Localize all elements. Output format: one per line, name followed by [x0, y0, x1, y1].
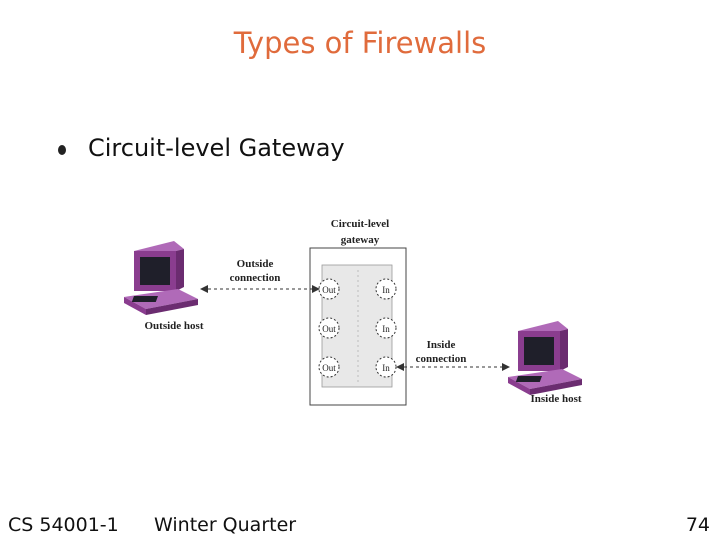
footer-page-number: 74 [686, 514, 710, 536]
out-port-1-label: Out [322, 285, 336, 295]
in-port-2-label: In [382, 324, 390, 334]
outside-host-label: Outside host [145, 320, 204, 332]
out-port-2: Out [319, 318, 339, 338]
out-port-1: Out [319, 279, 339, 299]
gateway-label-line1: Circuit-level [331, 218, 389, 230]
inside-arrow-right-icon [502, 363, 510, 371]
outside-connection-label-line2: connection [230, 272, 281, 284]
out-port-3: Out [319, 357, 339, 377]
circuit-gateway-diagram: Circuit-level gateway Out Out Out In In … [110, 205, 610, 410]
gateway-label-line2: gateway [341, 234, 380, 246]
bullet-icon [58, 145, 66, 155]
inside-connection-label-line2: connection [416, 353, 467, 365]
in-port-1: In [376, 279, 396, 299]
outside-connection-label-line1: Outside [237, 258, 274, 270]
inside-connection-label-line1: Inside [427, 339, 456, 351]
out-port-2-label: Out [322, 324, 336, 334]
footer-term: Winter Quarter [154, 514, 296, 536]
in-port-1-label: In [382, 285, 390, 295]
in-port-3: In [376, 357, 396, 377]
in-port-3-label: In [382, 363, 390, 373]
inside-host-computer-icon [508, 321, 582, 395]
in-port-2: In [376, 318, 396, 338]
outside-arrow-left-icon [200, 285, 208, 293]
inside-host-label: Inside host [530, 393, 581, 405]
outside-host-computer-icon [124, 241, 198, 315]
out-port-3-label: Out [322, 363, 336, 373]
bullet-text: Circuit-level Gateway [88, 134, 345, 162]
footer-course: CS 54001-1 [8, 514, 119, 536]
bullet-item: Circuit-level Gateway [58, 134, 345, 162]
slide-title: Types of Firewalls [0, 26, 720, 60]
